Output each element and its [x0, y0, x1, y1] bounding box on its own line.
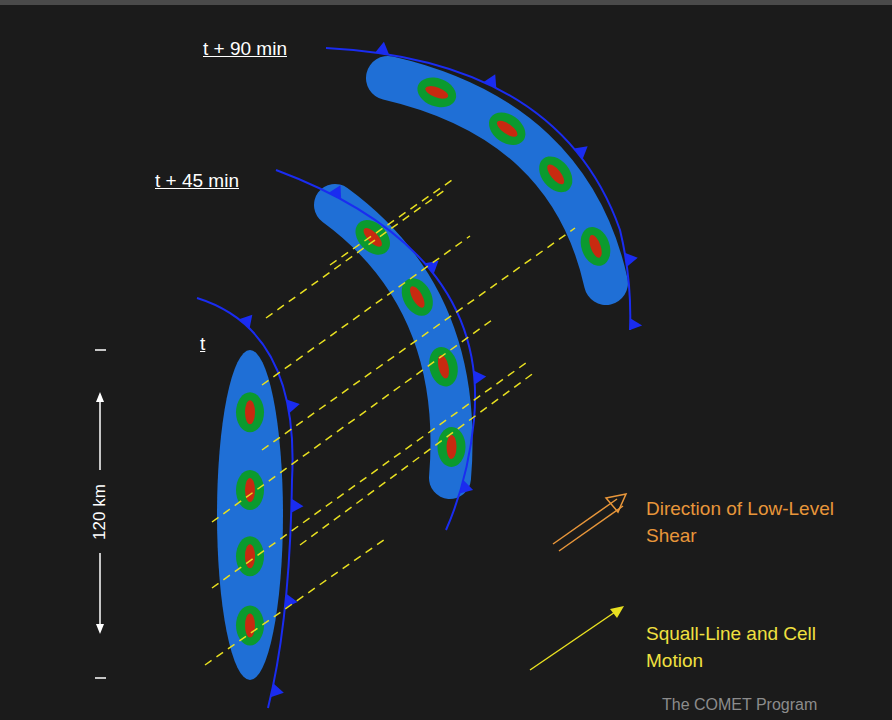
scale-arrowhead: [96, 392, 104, 402]
scale-label: 120 km: [90, 484, 110, 540]
front-barb: [574, 146, 588, 159]
motion-track: [212, 360, 530, 588]
radar-echoes: [217, 78, 606, 680]
cell-core: [587, 233, 604, 259]
convective-cells: [236, 72, 615, 645]
storm-cell: [425, 344, 461, 389]
cell-moderate: [236, 392, 264, 432]
cell-moderate: [532, 150, 579, 199]
motion-track: [330, 178, 455, 265]
cell-core: [436, 354, 451, 380]
shear-arrow: [553, 499, 617, 544]
shear-arrowhead: [606, 494, 626, 512]
storm-cell: [349, 213, 397, 261]
storm-cell: [532, 150, 579, 199]
cell-core: [544, 162, 567, 187]
motion-arrow: [530, 610, 618, 670]
storm-cell: [236, 392, 264, 432]
cell-moderate: [236, 536, 264, 576]
echo-band: [388, 78, 606, 283]
cell-core: [245, 400, 255, 424]
storm-cell: [236, 536, 264, 576]
gust-front: [276, 170, 475, 530]
cell-core: [245, 613, 255, 637]
scale-arrowhead: [96, 624, 104, 634]
front-barb: [460, 480, 474, 493]
motion-track: [205, 537, 388, 665]
motion-track: [262, 236, 470, 385]
cell-core: [424, 84, 450, 102]
motion-track: [262, 228, 575, 450]
gust-fronts: [197, 42, 642, 708]
cell-moderate: [349, 213, 397, 261]
gust-front: [197, 298, 293, 708]
gust-front: [326, 48, 630, 330]
front-barb: [630, 318, 642, 330]
cell-moderate: [236, 605, 264, 645]
cell-moderate: [236, 470, 264, 510]
storm-cell: [483, 106, 532, 152]
front-barb: [239, 315, 252, 329]
cell-core: [495, 118, 520, 140]
scale-arrow: [99, 398, 101, 470]
cell-core: [407, 284, 427, 310]
cell-moderate: [395, 273, 439, 322]
cell-tracks: [205, 178, 575, 665]
motion-track: [212, 320, 492, 522]
legend-label: Squall-Line and Cell Motion: [646, 620, 846, 674]
scale-tick: [95, 349, 106, 351]
storm-cell: [236, 605, 264, 645]
cell-core: [245, 544, 255, 568]
front-barb: [484, 74, 497, 88]
storm-cell: [395, 273, 439, 322]
legend-samples: [530, 494, 626, 670]
scale-arrow: [99, 553, 101, 628]
top-border: [0, 0, 892, 5]
cell-moderate: [576, 223, 616, 270]
credit: The COMET Program: [662, 696, 817, 714]
front-barb: [285, 594, 298, 608]
time-label: t + 45 min: [155, 170, 239, 192]
front-barb: [625, 253, 638, 267]
cell-core: [446, 435, 456, 459]
cell-core: [245, 478, 255, 502]
storm-cell: [413, 72, 460, 112]
time-label: t + 90 min: [203, 38, 287, 60]
legend-label: Direction of Low-Level Shear: [646, 495, 846, 549]
echo-band: [335, 205, 452, 478]
storm-cell: [236, 470, 264, 510]
front-barb: [329, 185, 341, 199]
time-label: t: [200, 333, 205, 355]
scale-tick: [95, 677, 106, 679]
motion-track: [266, 190, 445, 318]
front-barb: [474, 370, 487, 384]
cell-moderate: [413, 72, 460, 112]
front-barb: [271, 683, 284, 697]
cell-moderate: [425, 344, 461, 389]
cell-moderate: [483, 106, 532, 152]
echo-band: [217, 350, 283, 680]
front-barb: [375, 42, 389, 55]
shear-arrow: [559, 506, 623, 551]
front-barb: [287, 400, 300, 414]
motion-track: [300, 372, 535, 545]
front-barb: [291, 499, 303, 513]
motion-arrowhead: [610, 606, 624, 618]
storm-cell: [576, 223, 616, 270]
